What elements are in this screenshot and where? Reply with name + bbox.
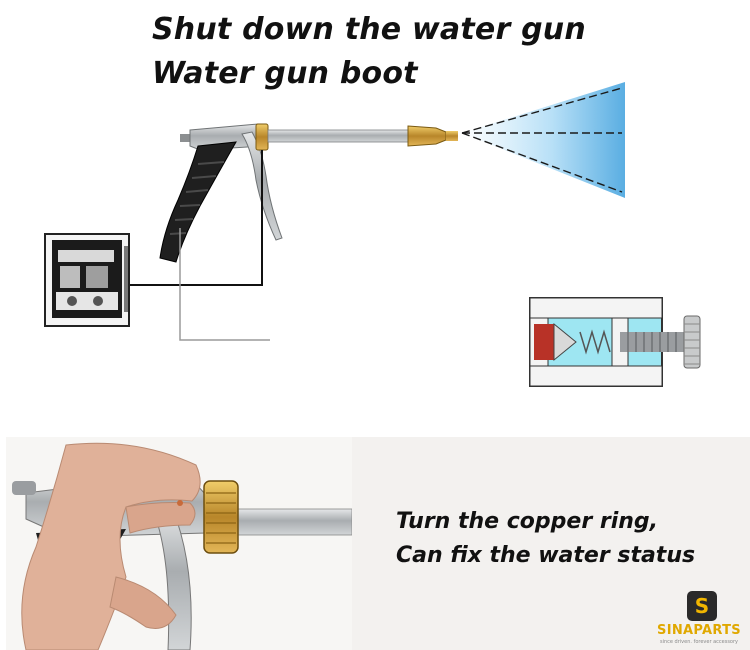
caption-turn-ring: Turn the copper ring, bbox=[396, 509, 659, 534]
valve-closeup-icon bbox=[44, 233, 130, 327]
heading-boot: Water gun boot bbox=[152, 56, 418, 91]
hand-holding-gun-photo bbox=[6, 437, 352, 650]
brand-s-icon: S bbox=[687, 591, 717, 621]
spray-gun-icon bbox=[159, 123, 458, 263]
valve-diagram-icon bbox=[529, 297, 701, 387]
callout-line-grip bbox=[179, 228, 270, 341]
water-spray-icon bbox=[461, 82, 625, 198]
brand-name: SINAPARTS bbox=[657, 623, 741, 638]
brand-logo: S SINAPARTS since driven. forever access… bbox=[651, 589, 747, 647]
bottom-panel: Turn the copper ring, Can fix the water … bbox=[6, 437, 750, 650]
water-gun-illustration bbox=[44, 82, 701, 387]
brand-tagline: since driven. forever accessory bbox=[659, 639, 739, 645]
heading-shut-down: Shut down the water gun bbox=[152, 12, 586, 47]
caption-fix-water: Can fix the water status bbox=[396, 543, 696, 568]
callout-line-left bbox=[130, 150, 263, 286]
